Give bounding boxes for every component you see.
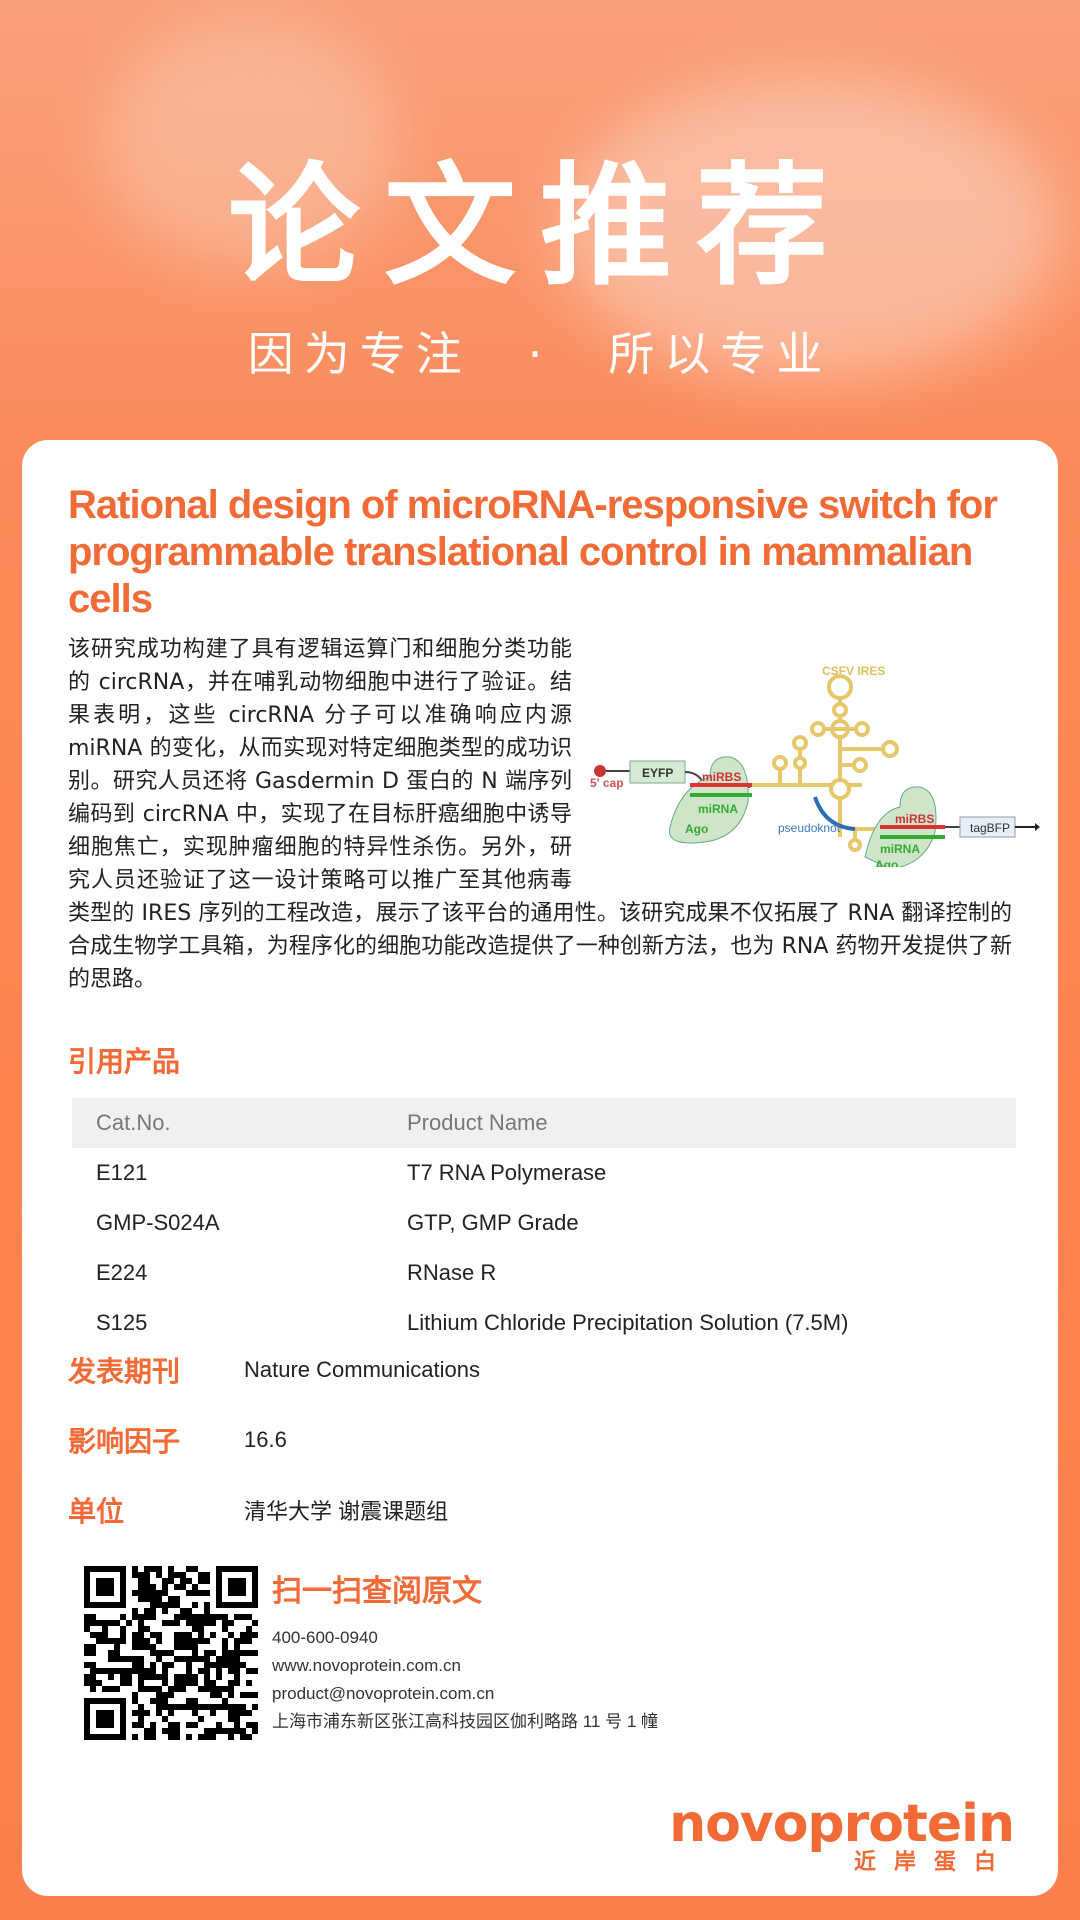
table-row: E224 RNase R [72, 1248, 1016, 1298]
cell-product-name: RNase R [407, 1260, 497, 1285]
impact-factor-row: 影响因子 16.6 [68, 1420, 1012, 1460]
paper-title: Rational design of microRNA-responsive s… [68, 483, 998, 621]
contact-website[interactable]: www.novoprotein.com.cn [272, 1656, 461, 1675]
cell-cat-no: E121 [96, 1160, 148, 1185]
label-mirna-1: miRNA [698, 802, 738, 816]
paper-card: Rational design of microRNA-responsive s… [22, 440, 1058, 1896]
qr-code[interactable] [84, 1566, 258, 1740]
label-eyfp: EYFP [642, 766, 673, 780]
table-row: E121 T7 RNA Polymerase [72, 1148, 1016, 1198]
contact-section: 扫一扫查阅原文 400-600-0940 www.novoprotein.com… [84, 1566, 1012, 1740]
paper-summary: CSFV IRES 5' cap EYFP miRBS miRNA [68, 633, 1040, 996]
contact-phone: 400-600-0940 [272, 1628, 378, 1647]
table-row: S125 Lithium Chloride Precipitation Solut… [72, 1298, 1016, 1348]
journal-row: 发表期刊 Nature Communications [68, 1350, 1012, 1390]
label-mirna-2: miRNA [880, 842, 920, 856]
products-heading: 引用产品 [68, 1045, 181, 1078]
table-header: Cat.No. Product Name [72, 1098, 1016, 1148]
scan-prompt: 扫一扫查阅原文 [272, 1574, 482, 1609]
background-photo [560, 80, 1060, 380]
circrna-diagram: CSFV IRES 5' cap EYFP miRBS miRNA [590, 664, 1040, 867]
subtitle-dot: · [527, 327, 553, 381]
cell-cat-no: E224 [96, 1260, 148, 1285]
hero-subtitle: 因为专注 · 所以专业 [0, 318, 1080, 384]
label-mirbs-2: miRBS [895, 812, 934, 826]
background-photo-blur [100, 20, 400, 270]
label-tagbfp: tagBFP [970, 821, 1010, 835]
logo-text: novoprotein [669, 1794, 1015, 1854]
header-cat-no: Cat.No. [96, 1110, 171, 1135]
label-pseudoknot: pseudoknot [778, 821, 841, 835]
header-product-name: Product Name [407, 1110, 548, 1135]
summary-text: 该研究成功构建了具有逻辑运算门和细胞分类功能的 circRNA，并在哺乳动物细胞… [68, 637, 1012, 992]
label-csfv-ires: CSFV IRES [822, 664, 885, 678]
contact-email[interactable]: product@novoprotein.com.cn [272, 1684, 495, 1703]
label-mirbs-1: miRBS [702, 770, 741, 784]
unit-row: 单位 清华大学 谢震课题组 [68, 1490, 1012, 1530]
subtitle-right: 所以专业 [608, 327, 833, 381]
label-5-cap: 5' cap [590, 776, 624, 790]
contact-address: 上海市浦东新区张江高科技园区伽利略路 11 号 1 幢 [272, 1712, 658, 1731]
label-ago-2: Ago [875, 858, 898, 867]
journal-value: Nature Communications [244, 1357, 480, 1382]
impact-factor-value: 16.6 [244, 1427, 287, 1452]
cell-product-name: T7 RNA Polymerase [407, 1160, 607, 1185]
cell-cat-no: S125 [96, 1310, 148, 1335]
table-row: GMP-S024A GTP, GMP Grade [72, 1198, 1016, 1248]
label-ago-1: Ago [685, 822, 708, 836]
cell-cat-no: GMP-S024A [96, 1210, 220, 1235]
unit-label: 单位 [68, 1495, 125, 1528]
products-table: Cat.No. Product Name E121 T7 RNA Polymeras… [72, 1098, 1016, 1348]
impact-factor-label: 影响因子 [68, 1425, 181, 1458]
unit-value: 清华大学 谢震课题组 [244, 1499, 449, 1524]
cell-product-name: Lithium Chloride Precipitation Solution … [407, 1310, 849, 1335]
cell-product-name: GTP, GMP Grade [407, 1210, 579, 1235]
logo-cn-text: 近岸蛋白 [853, 1849, 1014, 1874]
hero-title: 论文推荐 [228, 150, 852, 304]
journal-label: 发表期刊 [68, 1355, 181, 1388]
novoprotein-logo: novoprotein 近岸蛋白 [669, 1794, 1015, 1876]
subtitle-left: 因为专注 [247, 327, 472, 381]
